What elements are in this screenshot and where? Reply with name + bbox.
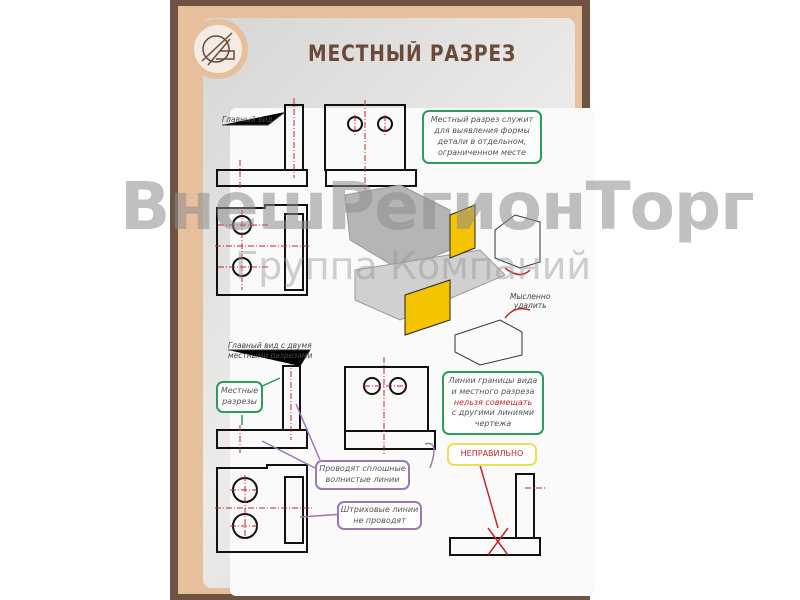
page-title: МЕСТНЫЙ РАЗРЕЗ [308,42,517,67]
main-view-label: Главный вид [222,115,273,124]
note-line: Линии границы вида [448,376,538,385]
removed-piece-bottom [454,319,523,366]
top-view [216,204,308,296]
removed-piece-top [494,214,541,269]
note-line: разрезы [222,397,257,406]
side-view-2-base [344,430,436,450]
main-view-two-cuts-label-2: местными разрезами [228,351,313,360]
side-view-2-upright [344,366,429,432]
note-line: Проводят сплошные [319,464,406,474]
cut-highlight [404,204,476,336]
note-line: и местного разреза [451,386,535,396]
note-line: детали в отдельном, [437,137,527,146]
note-line: ограниченном месте [437,147,526,157]
mentally-remove-1: Мысленно [510,292,551,301]
red-arrows [479,267,531,556]
note-line: чертежа [474,419,512,429]
center-lines [215,98,545,540]
note-line: волнистые линии [325,475,400,484]
note-line: не проводят [353,515,406,525]
wrong-view-upright [515,473,535,539]
drafting-compass-logo [188,19,248,79]
cut-view-base [216,429,308,449]
purple-arrows [261,403,435,518]
compass-icon [201,32,235,66]
main-view-two-cuts-label-1: Главный вид с двумя [228,341,312,350]
front-view-base [216,169,308,187]
note-line-highlight: нельзя совмещать [453,397,533,407]
note-line: Штриховые линии [340,504,419,514]
note-line: Местные [220,386,259,396]
watermark-line-2: ВнешРегионТорг [120,168,755,245]
top-view-upright [284,213,304,291]
note-line: с другими линиями [451,408,535,418]
side-view-base [325,169,417,187]
note-line: Местный разрез служит [430,115,534,125]
top-view-2-upright [284,476,304,544]
top-view-2 [216,464,308,553]
mentally-remove-2: удалить [513,301,547,310]
note-line: для выявления формы [434,126,530,136]
watermark-line-1: Группа Компаний [235,244,592,288]
leader-lines [222,111,311,367]
wrong-badge: НЕПРАВИЛЬНО [447,443,537,466]
